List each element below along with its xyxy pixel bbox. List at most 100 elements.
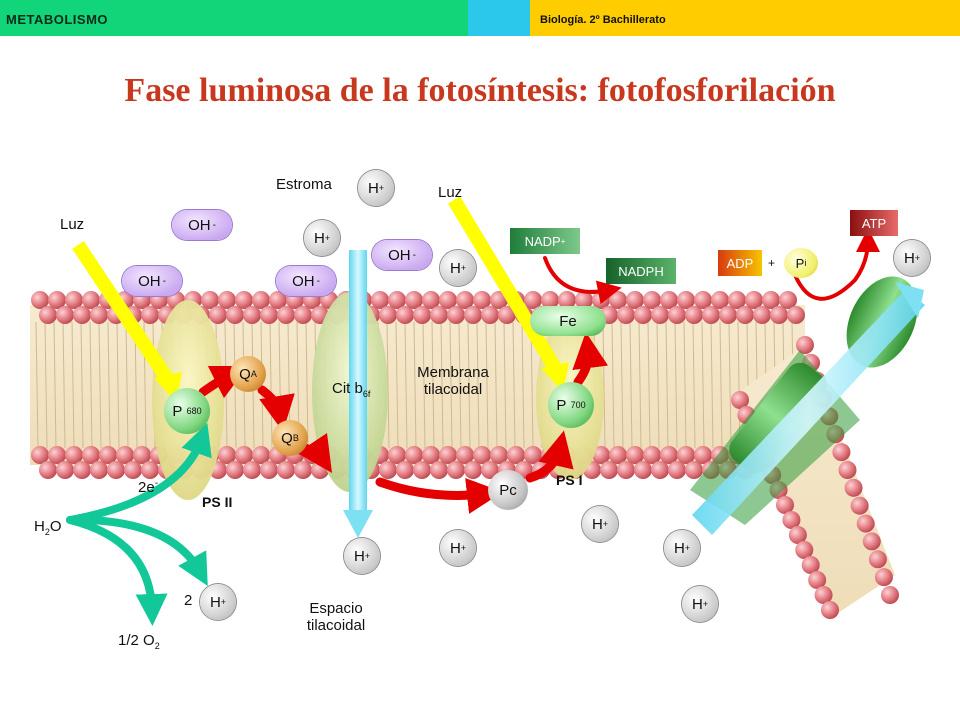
two-e-charge: - <box>154 478 159 489</box>
nadp-text: NADP <box>524 233 561 249</box>
membrane-bead <box>868 550 887 569</box>
membrane-bead <box>498 306 516 324</box>
hydroxide-text: OH <box>188 216 211 234</box>
membrane-bead <box>277 306 295 324</box>
membrane-bead <box>141 461 159 479</box>
membrane-bead <box>226 306 244 324</box>
nadp-charge: + <box>560 236 566 246</box>
proton-charge: + <box>684 543 691 553</box>
cit-proton-channel <box>349 250 367 512</box>
hydroxide-text: OH <box>138 272 161 290</box>
membrane-bead <box>685 461 703 479</box>
proton-text: H <box>449 259 461 277</box>
membrane-bead <box>396 306 414 324</box>
membrane-bead <box>524 446 542 464</box>
proton-ion: H+ <box>664 530 700 566</box>
adp-box: ADP <box>718 250 762 276</box>
membrane-bead <box>694 446 712 464</box>
membrane-bead <box>235 446 253 464</box>
membrane-bead <box>379 461 397 479</box>
membrane-bead <box>99 446 117 464</box>
membrane-bead <box>39 306 57 324</box>
membrane-bead <box>56 461 74 479</box>
membrane-bead <box>832 443 851 462</box>
membrane-bead <box>90 461 108 479</box>
membrane-bead <box>133 446 151 464</box>
adp-text: ADP <box>726 255 754 271</box>
hydroxide-charge: - <box>212 219 216 231</box>
header-divider-block <box>468 0 530 36</box>
membrane-bead <box>881 586 899 604</box>
membrane-bead <box>447 306 465 324</box>
header-left-title: METABOLISMO <box>6 12 109 27</box>
hydroxide-charge: - <box>412 249 416 261</box>
cit-b6f-text: Cit b <box>332 380 363 397</box>
membrane-bead <box>617 306 635 324</box>
membrane-bead <box>731 391 749 409</box>
membrane-bead <box>677 291 695 309</box>
label-two-electrons: 2e- <box>138 478 158 496</box>
membrane-bead <box>814 586 833 604</box>
membrane-bead <box>677 446 695 464</box>
membrane-bead <box>379 306 397 324</box>
membrane-bead <box>634 306 652 324</box>
membrane-bead <box>592 446 610 464</box>
proton-charge: + <box>364 551 371 561</box>
p700-subscript: 700 <box>570 400 586 410</box>
page-title: Fase luminosa de la fotosíntesis: fotofo… <box>124 72 836 109</box>
proton-charge: + <box>378 183 385 193</box>
membrane-bead <box>388 446 406 464</box>
label-oxygen: 1/2 O2 <box>118 632 160 651</box>
hydroxide-charge: - <box>162 275 166 287</box>
membrane-bead <box>490 446 508 464</box>
atp-box: ATP <box>850 210 898 236</box>
proton-ion: H+ <box>440 530 476 566</box>
membrane-bead <box>719 306 737 324</box>
header-left-section: METABOLISMO <box>0 0 468 36</box>
membrana-line-2: tilacoidal <box>423 381 483 398</box>
p680-subscript: 680 <box>186 406 202 416</box>
water-subscript: 2 <box>44 527 50 537</box>
membrane-bead <box>776 496 794 514</box>
membrane-bead <box>65 446 83 464</box>
proton-ion: H+ <box>200 584 236 620</box>
membrane-bead <box>82 291 100 309</box>
p680-text: P <box>172 402 183 420</box>
membrane-bead <box>422 291 440 309</box>
membrane-bead <box>660 291 678 309</box>
hydroxide-ion: OH- <box>276 266 336 296</box>
membrane-bead <box>226 461 244 479</box>
membrane-bead <box>260 461 278 479</box>
membrane-bead <box>456 291 474 309</box>
atp-synthase-channel-head <box>895 282 924 318</box>
proton-ion: H+ <box>582 506 618 542</box>
membrane-bead <box>782 511 801 529</box>
membrane-bead <box>243 461 261 479</box>
membrane-bead <box>439 291 457 309</box>
membrane-bead <box>617 461 635 479</box>
membrane-bead <box>762 291 780 309</box>
membrane-bead <box>844 478 863 497</box>
proton-text: H <box>449 539 461 557</box>
membrane-bead <box>269 291 287 309</box>
proton-charge: + <box>602 519 609 529</box>
label-ps2: PS II <box>202 494 233 510</box>
membrane-bead <box>668 306 686 324</box>
membrane-bead <box>821 601 839 619</box>
label-luz-ps1: Luz <box>438 184 463 201</box>
membrane-bead <box>124 461 142 479</box>
label-luz-ps2: Luz <box>60 216 85 233</box>
hydroxide-ion: OH- <box>122 266 182 296</box>
proton-ion: H+ <box>894 240 930 276</box>
proton-charge: + <box>914 253 921 263</box>
membrane-bead <box>456 446 474 464</box>
proton-charge: + <box>220 597 227 607</box>
proton-ion: H+ <box>440 250 476 286</box>
membrane-bead <box>808 571 827 589</box>
membrane-bead <box>235 291 253 309</box>
membrane-bead <box>73 306 91 324</box>
header-bar: METABOLISMO Biología. 2º Bachillerato <box>0 0 960 36</box>
membrane-bead <box>609 446 627 464</box>
